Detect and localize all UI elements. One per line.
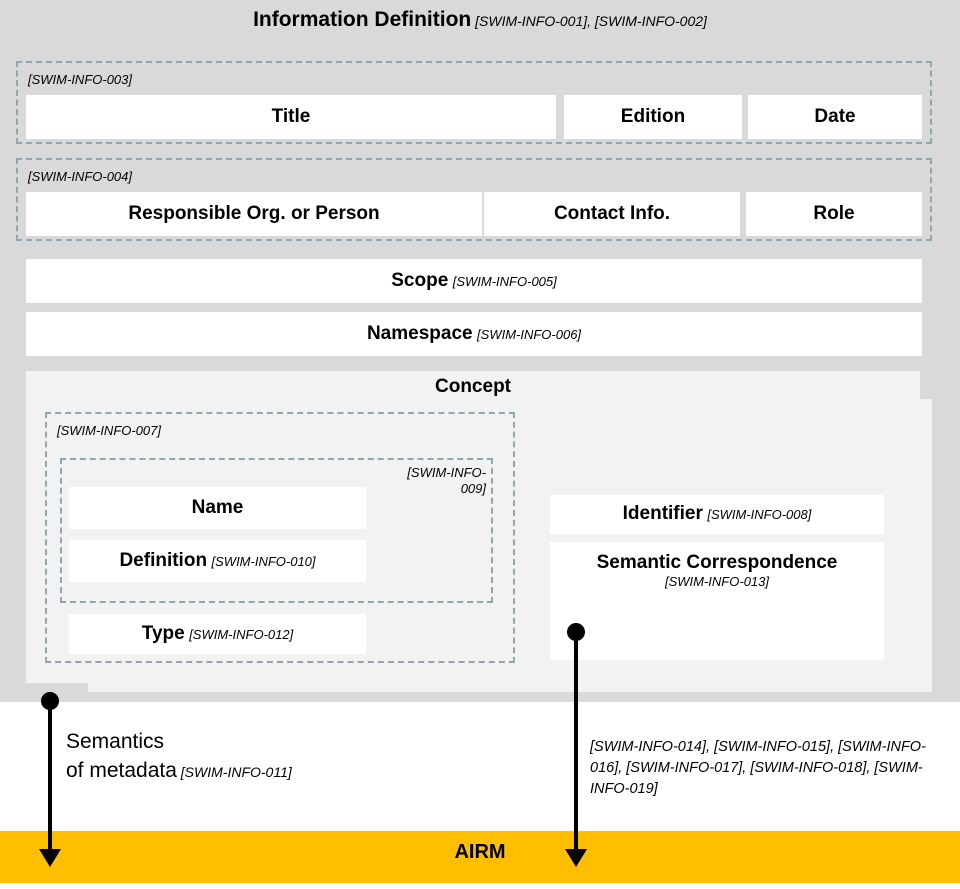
cell-responsible-org[interactable]: Responsible Org. or Person: [26, 192, 482, 236]
cell-namespace[interactable]: Namespace [SWIM-INFO-006]: [26, 312, 922, 356]
cell-type[interactable]: Type [SWIM-INFO-012]: [69, 614, 366, 654]
concept-panel-foot: [88, 683, 932, 692]
diagram-title-main: Information Definition: [253, 8, 472, 31]
airm-label: AIRM: [454, 841, 506, 863]
cell-date-text: Date: [814, 105, 856, 127]
cell-contact-info-text: Contact Info.: [553, 202, 671, 224]
concept-panel-top: [26, 371, 920, 399]
arrow-left-line: [48, 701, 52, 849]
group-identification: [16, 61, 932, 144]
background-band-bottom: [0, 883, 960, 889]
cell-role-text: Role: [813, 202, 855, 224]
semantics-note: Semantics of metadata [SWIM-INFO-011]: [66, 728, 486, 786]
group-concept-outer: [45, 412, 515, 663]
background-band-white: [0, 702, 960, 831]
cell-definition[interactable]: Definition [SWIM-INFO-010]: [69, 540, 366, 582]
cell-name[interactable]: Name: [69, 487, 366, 529]
group-responsibility-label: [SWIM-INFO-004]: [28, 169, 133, 184]
cell-namespace-text: Namespace [SWIM-INFO-006]: [366, 322, 582, 344]
cell-identifier-text: Identifier [SWIM-INFO-008]: [622, 503, 812, 525]
cell-responsible-org-text: Responsible Org. or Person: [128, 202, 380, 224]
semantics-note-line1: Semantics: [66, 730, 165, 753]
cell-date[interactable]: Date: [748, 95, 922, 139]
cell-title[interactable]: Title: [26, 95, 556, 139]
diagram-title-refs: [SWIM-INFO-001], [SWIM-INFO-002]: [471, 13, 707, 29]
airm-band: [0, 831, 960, 883]
cell-identifier[interactable]: Identifier [SWIM-INFO-008]: [550, 495, 884, 534]
diagram-title: Information Definition [SWIM-INFO-001], …: [0, 8, 960, 32]
cell-contact-info[interactable]: Contact Info.: [484, 192, 740, 236]
concept-title: Concept: [435, 376, 511, 397]
cell-role[interactable]: Role: [746, 192, 922, 236]
semantics-note-line2: of metadata: [66, 758, 177, 782]
cell-name-text: Name: [191, 496, 244, 518]
group-identification-label: [SWIM-INFO-003]: [28, 72, 133, 87]
arrow-left-head-icon: [39, 849, 61, 867]
semantics-note-ref: [SWIM-INFO-011]: [176, 763, 292, 780]
cell-scope[interactable]: Scope [SWIM-INFO-005]: [26, 259, 922, 303]
cell-type-text: Type [SWIM-INFO-012]: [141, 622, 294, 644]
cell-title-text: Title: [271, 105, 311, 127]
group-concept-inner: [60, 458, 493, 603]
cell-scope-text: Scope [SWIM-INFO-005]: [391, 269, 557, 291]
arrow-right-line: [574, 632, 578, 849]
cell-semantic-correspondence-ref: [SWIM-INFO-013]: [664, 574, 769, 590]
cell-edition-text: Edition: [620, 105, 686, 127]
group-responsibility: [16, 158, 932, 241]
arrow-right-head-icon: [565, 849, 587, 867]
group-concept-inner-label: [SWIM-INFO-009]: [407, 465, 486, 496]
cell-definition-text: Definition [SWIM-INFO-010]: [119, 549, 316, 571]
cell-semantic-correspondence-label: Semantic Correspondence: [596, 552, 838, 573]
group-concept-outer-label: [SWIM-INFO-007]: [57, 423, 162, 438]
cell-edition[interactable]: Edition: [564, 95, 742, 139]
airm-refs-note: [SWIM-INFO-014], [SWIM-INFO-015], [SWIM-…: [590, 739, 926, 798]
cell-semantic-correspondence[interactable]: Semantic Correspondence [SWIM-INFO-013]: [550, 542, 884, 660]
